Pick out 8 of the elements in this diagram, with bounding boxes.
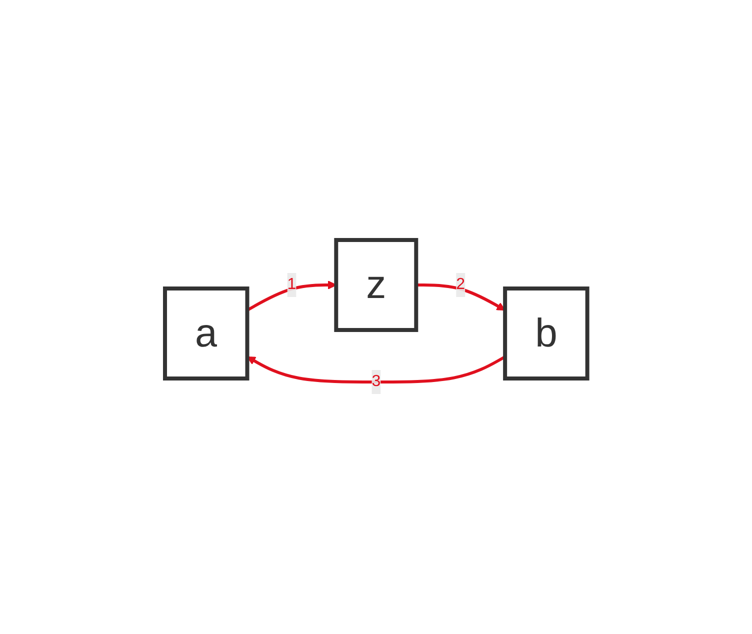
- node-box: b: [502, 286, 590, 380]
- edge-label: 3: [372, 373, 380, 390]
- node-box: a: [162, 286, 250, 380]
- edge-label: 1: [287, 276, 296, 293]
- edge-label: 2: [456, 276, 465, 293]
- arrow: [246, 356, 506, 384]
- node-box: z: [334, 238, 418, 332]
- arrow: [416, 284, 506, 311]
